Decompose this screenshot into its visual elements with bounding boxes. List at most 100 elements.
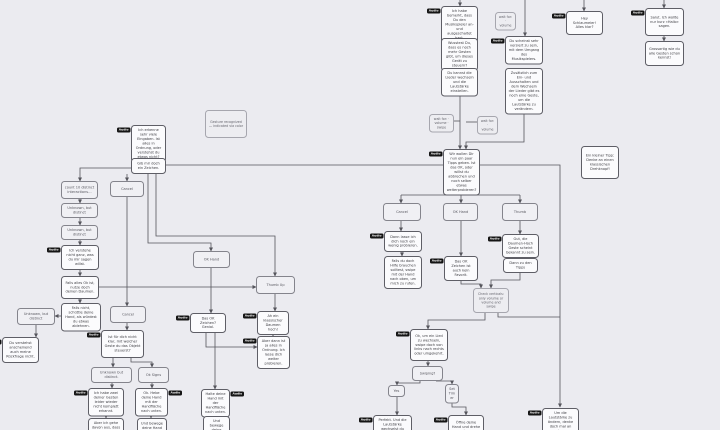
n-ok-genial-speaker-tag[interactable]: Audio: [175, 315, 190, 321]
n-additionally[interactable]: Zusätzlich zum Ein- und Ausschalten und …: [505, 68, 543, 115]
n-all-good-label: Aber dann ist ja alles in Ordnung. Ich l…: [261, 339, 286, 366]
n-still-unclear-speaker-tag[interactable]: Audio: [0, 339, 2, 345]
n-swipe-song-label: Ok, um ein Lied zu wechseln, swipe doch …: [414, 333, 444, 356]
n-ok-no-favorit-speaker-tag[interactable]: Audio: [429, 258, 444, 264]
n-noticed-player-speaker-tag[interactable]: Audio: [426, 8, 441, 14]
n-palm-down-2-speaker-tag[interactable]: Audio: [230, 391, 245, 397]
n-not-recognized[interactable]: Ich habe zwei deiner Gesten leider wiede…: [73, 388, 124, 417]
n-swipe-song[interactable]: Ok, um ein Lied zu wechseln, swipe doch …: [395, 329, 448, 361]
n-unknown-3[interactable]: Unknown, but distinct: [17, 308, 55, 325]
n-thumb-right-label: Thumb: [513, 209, 527, 214]
connector: [78, 167, 131, 182]
n-move-up-1-label: Und bewege deine Hand nach oben…: [141, 421, 163, 430]
n-dont-understand[interactable]: Ich verstehe nicht ganz, was du mir sage…: [46, 245, 99, 270]
n-let-try-speaker-tag[interactable]: Audio: [369, 233, 384, 239]
n-hey-speaker-tag[interactable]: Audio: [551, 13, 566, 19]
n-dont-understand-speaker-tag[interactable]: Audio: [46, 247, 61, 253]
n-count-interactions[interactable]: count 10 distinct interactions…: [61, 181, 98, 199]
n-salut[interactable]: Salut. Ich wollte nur kurz «Hallo» sagen…: [630, 8, 684, 36]
n-many-inputs-label: Ich erkenne sehr viele Eingaben. Ist all…: [135, 128, 162, 159]
n-set-timer[interactable]: Set Timer: [445, 384, 459, 404]
n-thumb-known[interactable]: Gut, die Daumen-Hoch Geste scheint bekan…: [487, 234, 539, 258]
n-help-swipe[interactable]: Falls du doch Hilfe brauchen solltest, s…: [384, 256, 422, 289]
n-not-recognized-speaker-tag[interactable]: Audio: [73, 390, 88, 396]
n-move-up-2[interactable]: Und bewege deine Hand nach oben…: [203, 416, 230, 430]
n-perfekt-volume-speaker-tag[interactable]: Audio: [358, 417, 373, 423]
n-swipe-song-speaker-tag[interactable]: Audio: [395, 331, 410, 337]
n-thumb-up-left-label: Thumb Up: [266, 282, 285, 287]
n-which-gesture-speaker-tag[interactable]: Audio: [86, 332, 101, 338]
n-hey[interactable]: Hey Schlaumeier! Alles klar?Audio: [551, 11, 603, 35]
note-wait-3-label: wait for: · volume: [480, 119, 495, 132]
n-thumb-classic-speaker-tag[interactable]: Audio: [242, 313, 257, 319]
n-great[interactable]: Grossartig wie du alle Gesten schon kenn…: [645, 41, 684, 66]
n-thumb-right[interactable]: Thumb: [502, 203, 538, 221]
n-yes[interactable]: Yes: [388, 385, 405, 397]
connector: [497, 313, 560, 318]
n-versed-speaker-tag[interactable]: Audio: [490, 38, 505, 44]
n-still-unclear[interactable]: Du verstehst anscheinend auch meine Rück…: [0, 337, 39, 363]
n-ok-hand-left-label: OK Hand: [203, 257, 220, 262]
n-more-gestures[interactable]: Wusstest Du, dass es noch mehr Gesten gi…: [441, 38, 478, 71]
n-ok-no-favorit-label: Das OK Zeichen ist auch kein Favorit.: [451, 259, 471, 277]
n-versed[interactable]: Du scheinst sehr versiert zu sein, mit d…: [490, 36, 543, 65]
note-wait-1-label: wait for: · volume: [498, 15, 513, 28]
n-which-gesture[interactable]: Ist für dich nicht klar, mit welcher Ges…: [86, 330, 144, 358]
n-volume-knob-speaker-tag[interactable]: Audio: [527, 410, 542, 416]
note-wait-2[interactable]: wait for: · volume · swipe: [429, 114, 454, 133]
n-noticed-player[interactable]: Ich habe bemerkt, dass Du den Musikspiel…: [426, 6, 478, 44]
n-many-inputs[interactable]: Ich erkenne sehr viele Eingaben. Ist all…: [116, 125, 166, 163]
n-assume-help[interactable]: Aber ich gehe davon aus, dass du Hilfe b…: [88, 418, 124, 430]
n-dont-understand-label: Ich verstehe nicht ganz, was du mir sage…: [66, 248, 94, 266]
n-salut-label: Salut. Ich wollte nur kurz «Hallo» sagen…: [650, 15, 679, 29]
n-perfekt-volume[interactable]: Perfekt. Und die Lautstärke wechselst du…: [358, 415, 412, 430]
n-move-up-1[interactable]: Und bewege deine Hand nach oben…: [137, 418, 167, 430]
n-cancel-3[interactable]: Cancel: [383, 203, 421, 221]
n-thumb-known-speaker-tag[interactable]: Audio: [487, 236, 502, 242]
n-ok-signs[interactable]: Ok Signs: [138, 367, 169, 383]
n-unknown-4[interactable]: Unknown but distinct.: [91, 367, 132, 383]
n-open-hand-speaker-tag[interactable]: Audio: [433, 417, 448, 423]
note-wait-1[interactable]: wait for: · volume: [495, 12, 516, 31]
n-thumb-hint[interactable]: Falls alles Ok ist, nutze doch deinen Da…: [61, 276, 99, 299]
n-open-hand[interactable]: Öffne deine Hand und drehe sie…Audio: [433, 415, 484, 430]
n-tips-offer-speaker-tag[interactable]: Audio: [428, 151, 443, 157]
n-palm-down-1-label: Ok. Hebe deine Hand mit der Handfläche n…: [141, 391, 162, 413]
n-thumb-up-left[interactable]: Thumb Up: [256, 276, 295, 294]
n-songs-volume-label: Du kannst die Lieder wechseln und die La…: [445, 71, 474, 93]
note-wait-3[interactable]: wait for: · volume: [477, 116, 498, 135]
n-ok-no-favorit[interactable]: Das OK Zeichen ist auch kein Favorit. Aud…: [429, 256, 478, 281]
n-volume-knob[interactable]: Um die Lautstärke zu ändern, denke doch …: [527, 408, 579, 430]
n-tips-offer[interactable]: Wir wollen Dir nun ein paar Tipps geben.…: [428, 149, 480, 196]
n-all-good-speaker-tag[interactable]: Audio: [242, 338, 257, 344]
n-tips-offer-label: Wir wollen Dir nun ein paar Tipps geben.…: [446, 152, 477, 192]
n-to-tips[interactable]: Dann zu den Tipps: [503, 258, 538, 273]
n-small-tip[interactable]: Ein kleiner Tipp: Denke an einen klassis…: [581, 146, 619, 179]
n-palm-down-1-speaker-tag[interactable]: Audio: [168, 390, 183, 396]
n-give-sign[interactable]: Gib mir doch ein Zeichen.: [131, 158, 166, 174]
n-palm-down-1[interactable]: Ok. Hebe deine Hand mit der Handfläche n…: [135, 388, 183, 417]
n-all-good[interactable]: Aber dann ist ja alles in Ordnung. Ich l…: [242, 336, 290, 369]
n-unknown-3-label: Unknown, but distinct: [23, 312, 49, 321]
n-unknown-1[interactable]: Unknown, but distinct: [61, 203, 98, 218]
n-palm-down-2[interactable]: Halte deine Hand mit der Handfläche nach…: [201, 389, 245, 418]
n-let-try[interactable]: Dann lasse ich dich noch ein wenig probi…: [369, 231, 422, 252]
n-ok-hand-right[interactable]: OK Hand: [443, 203, 478, 221]
n-ok-genial[interactable]: Das OK Zeichen? Genial.Audio: [175, 313, 226, 333]
n-many-inputs-speaker-tag[interactable]: Audio: [116, 127, 131, 133]
n-shake-hint[interactable]: Falls nicht, schüttle deine Hand, als wü…: [61, 303, 101, 332]
n-salut-speaker-tag[interactable]: Audio: [630, 10, 645, 16]
n-unknown-2[interactable]: Unknown, but distinct: [61, 225, 98, 240]
n-cancel-1[interactable]: Cancel: [110, 181, 144, 197]
n-thumb-classic[interactable]: Ah ein klassischer Daumen hoch!Audio: [242, 311, 289, 335]
note-check-verticals[interactable]: Check verticals: only volume or volume a…: [473, 288, 509, 313]
n-cancel-2[interactable]: Cancel: [110, 306, 146, 323]
note-wait-2-label: wait for: · volume · swipe: [433, 117, 450, 130]
note-gesture-recognized[interactable]: Gesture recognized — indicated via color: [205, 110, 247, 138]
n-swiping[interactable]: Swiping?: [412, 366, 443, 381]
n-let-try-label: Dann lasse ich dich noch ein wenig probi…: [388, 234, 418, 248]
n-ok-hand-left[interactable]: OK Hand: [193, 251, 230, 268]
n-songs-volume[interactable]: Du kannst die Lieder wechseln und die La…: [441, 68, 478, 97]
